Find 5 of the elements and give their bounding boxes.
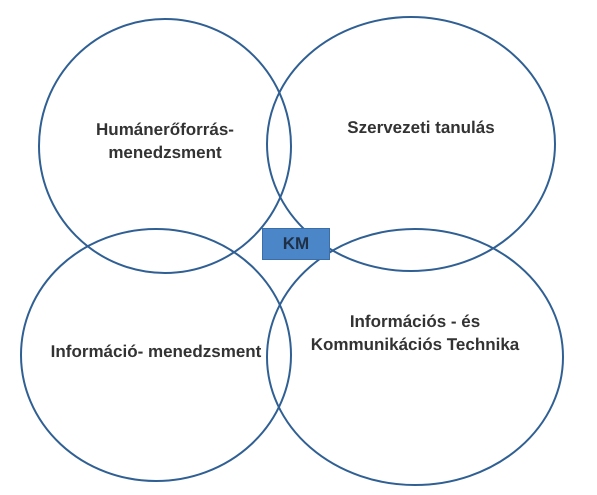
circle-label: Szervezeti tanulás <box>346 117 496 139</box>
circle-label: Humánerőforrás- menedzsment <box>95 119 235 164</box>
circle-label: Információs - és Kommunikációs Technika <box>310 311 520 356</box>
circle-label: Információ- menedzsment <box>50 341 262 363</box>
center-label-box: KM <box>262 228 330 260</box>
